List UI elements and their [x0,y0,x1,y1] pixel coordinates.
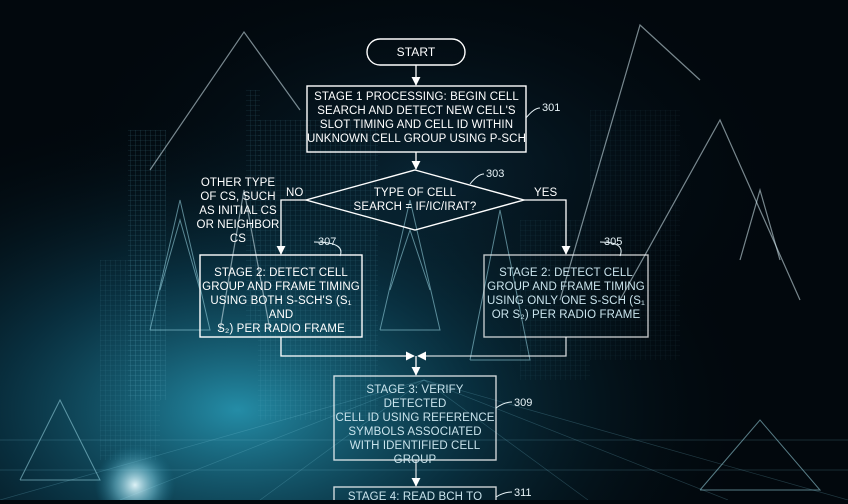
decision-ref: 303 [486,168,505,180]
stage4-box [333,486,497,500]
stage2-both-text: STAGE 2: DETECT CELL GROUP AND FRAME TIM… [202,267,360,335]
stage1-ref: 301 [542,102,561,114]
connector-no-branch [276,199,306,255]
leader-305 [599,241,622,257]
leader-309 [495,401,513,409]
connector-merge-left [280,337,415,361]
decision-text: TYPE OF CELL SEARCH = IF/IC/IRAT? [353,187,477,213]
stage4-ref: 311 [514,487,532,499]
connector-yes-branch [524,199,571,255]
other-type-label: OTHER TYPE OF CS, SUCH AS INITIAL CS OR … [196,177,280,245]
stage2-both-ref: 307 [318,236,337,248]
no-label: NO [286,187,304,199]
start-label: START [396,45,436,59]
stage4-text: STAGE 4: READ BCH TO [347,491,483,503]
stage3-ref: 309 [514,397,533,409]
stage3-text: STAGE 3: VERIFY DETECTED CELL ID USING R… [335,384,495,466]
decision-diamond [303,169,527,231]
connector-merge-right [417,337,567,361]
leader-307 [313,241,342,257]
leader-301 [525,107,541,119]
stage3-box [333,375,497,461]
leader-311 [495,491,513,498]
yes-label: YES [534,187,558,199]
stage1-text: STAGE 1 PROCESSING: BEGIN CELL SEARCH AN… [307,91,526,145]
leader-303 [469,173,485,185]
stage2-one-ref: 305 [604,236,623,248]
stage2-one-text: STAGE 2: DETECT CELL GROUP AND FRAME TIM… [487,267,645,321]
